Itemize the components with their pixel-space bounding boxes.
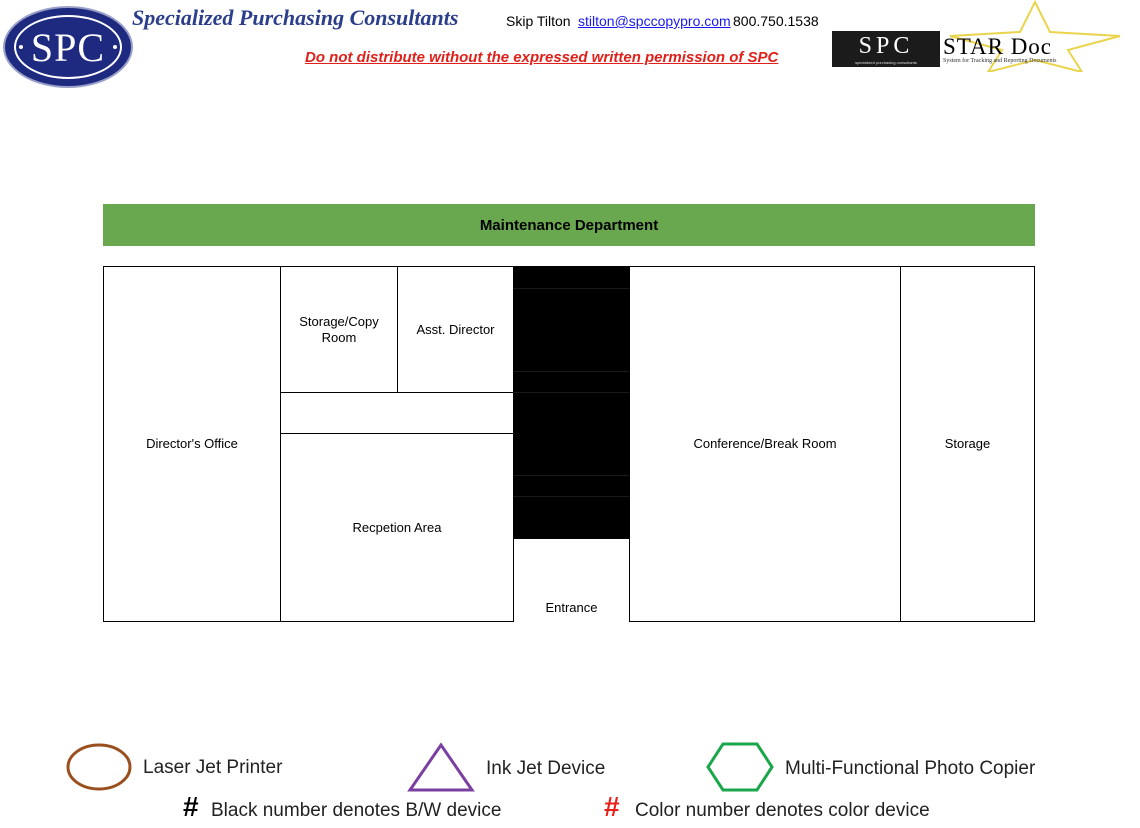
department-header: Maintenance Department — [103, 204, 1035, 246]
legend-bw-note: Black number denotes B/W device — [211, 800, 502, 821]
stair-divider — [513, 496, 630, 497]
logo-dot-right — [113, 45, 117, 49]
ink-jet-triangle-icon — [407, 742, 475, 792]
stair-divider — [513, 475, 630, 476]
legend-color-note: Color number denotes color device — [635, 800, 930, 821]
room-asst-director: Asst. Director — [397, 266, 514, 393]
room-label: Storage — [944, 436, 991, 451]
legend-laser-jet-label: Laser Jet Printer — [143, 757, 283, 778]
room-label: Storage/Copy Room — [299, 313, 379, 345]
stair-divider — [513, 371, 630, 372]
room-label: Director's Office — [146, 436, 238, 451]
contact-email-link[interactable]: stilton@spccopypro.com — [578, 13, 731, 29]
spc-logo: SPC — [3, 6, 133, 88]
room-label: Conference/Break Room — [693, 436, 837, 451]
distribution-disclaimer: Do not distribute without the expressed … — [305, 49, 779, 66]
contact-name: Skip Tilton — [506, 13, 571, 29]
room-label: Recpetion Area — [352, 519, 442, 535]
star-doc-spc-text: SPC — [858, 33, 914, 59]
star-doc-title: STAR Doc — [943, 34, 1053, 59]
room-label: Asst. Director — [416, 321, 495, 337]
stair-divider — [513, 392, 630, 393]
room-storage: Storage — [900, 266, 1035, 622]
hallway — [280, 392, 514, 434]
star-doc-spc-subtext: specialized purchasing consultants — [855, 60, 917, 65]
stairwell-block — [513, 266, 630, 539]
color-hash-icon: # — [604, 791, 620, 822]
company-name: Specialized Purchasing Consultants — [132, 5, 459, 30]
room-storage-copy: Storage/Copy Room — [280, 266, 398, 393]
contact-phone: 800.750.1538 — [733, 13, 819, 29]
black-hash-icon: # — [183, 791, 199, 822]
legend-ink-jet-label: Ink Jet Device — [486, 758, 606, 779]
room-reception-area: Recpetion Area — [280, 433, 514, 622]
stair-divider — [513, 288, 630, 289]
star-doc-subtitle: System for Tracking and Reporting Docume… — [943, 58, 1057, 64]
star-doc-star-icon — [949, 0, 1121, 72]
entrance-label: Entrance — [545, 600, 598, 615]
mfp-hexagon-icon — [706, 742, 774, 792]
spc-logo-ring: SPC — [14, 15, 122, 79]
legend-mfp-label: Multi-Functional Photo Copier — [785, 758, 1036, 779]
room-conference-break: Conference/Break Room — [629, 266, 901, 622]
logo-dot-left — [19, 45, 23, 49]
laser-jet-circle-icon — [66, 743, 132, 791]
spc-logo-text: SPC — [30, 24, 106, 70]
star-doc-spc-badge: SPC specialized purchasing consultants — [832, 31, 940, 67]
room-directors-office: Director's Office — [103, 266, 281, 622]
